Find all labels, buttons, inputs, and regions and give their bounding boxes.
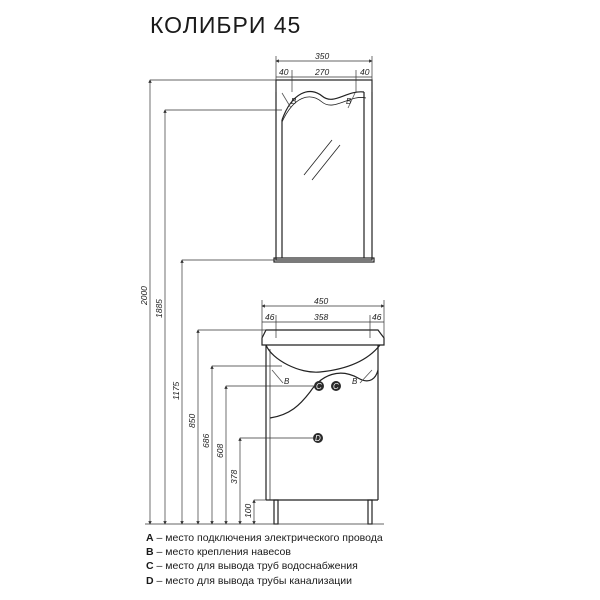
legend-item-c: C – место для вывода труб водоснабжения bbox=[146, 560, 358, 573]
mirror-width-dimensions bbox=[275, 56, 373, 92]
dim-mirror-side-right: 40 bbox=[360, 67, 370, 77]
legend-item-d: D – место для вывода трубы канализации bbox=[146, 574, 353, 587]
c-marker: C bbox=[316, 382, 322, 391]
b-leader-line bbox=[359, 369, 373, 384]
mirror-wave-top bbox=[281, 90, 365, 121]
dim-height-d-point: 378 bbox=[229, 470, 239, 484]
dim-mirror-width: 350 bbox=[315, 51, 329, 61]
basin-rim bbox=[261, 329, 385, 346]
mirror-reflection-line bbox=[303, 139, 333, 176]
legend-item-b: B – место крепления навесов bbox=[146, 546, 291, 559]
cabinet-leg-right bbox=[367, 499, 373, 525]
b-marker: B bbox=[346, 97, 352, 106]
d-marker: D bbox=[315, 434, 321, 443]
c-marker-circle bbox=[314, 381, 324, 391]
dim-cabinet-side-right: 46 bbox=[372, 312, 382, 322]
dim-height-mirror-bottom: 1175 bbox=[171, 381, 181, 400]
dim-mirror-inner: 270 bbox=[314, 67, 329, 77]
dim-cabinet-inner: 358 bbox=[314, 312, 328, 322]
b-marker: B bbox=[291, 97, 297, 106]
b-marker: B bbox=[284, 377, 290, 386]
dim-mirror-side-left: 40 bbox=[279, 67, 289, 77]
legend: A – место подключения электрического про… bbox=[146, 531, 383, 588]
b-leader-line bbox=[281, 92, 292, 109]
dim-height-c-point: 608 bbox=[215, 444, 225, 458]
technical-drawing: B B 350 40 270 40 B B C C D bbox=[139, 51, 385, 525]
mirror-glass-sides bbox=[281, 92, 365, 258]
door-wave bbox=[269, 369, 379, 419]
d-marker-circle bbox=[313, 433, 323, 443]
cabinet-leg-left bbox=[273, 499, 279, 525]
c-marker: C bbox=[333, 382, 339, 391]
dim-cabinet-width: 450 bbox=[314, 296, 328, 306]
c-marker-circle bbox=[331, 381, 341, 391]
page-title: КОЛИБРИ 45 bbox=[150, 12, 302, 38]
mirror-reflection-line bbox=[311, 144, 341, 181]
mirror-frame bbox=[275, 79, 373, 261]
height-dimensions bbox=[145, 79, 384, 525]
dim-cabinet-side-left: 46 bbox=[265, 312, 275, 322]
dim-height-legs: 100 bbox=[243, 504, 253, 518]
b-leader-line bbox=[347, 92, 356, 109]
dim-height-cabinet-top: 850 bbox=[187, 414, 197, 428]
basin-bowl bbox=[265, 344, 381, 373]
cabinet bbox=[261, 329, 385, 525]
mirror bbox=[273, 79, 375, 263]
b-leader-line bbox=[271, 369, 284, 384]
dim-height-total: 2000 bbox=[139, 286, 149, 306]
dim-height-mirror-top: 1885 bbox=[154, 299, 164, 318]
dim-height-b-point: 686 bbox=[201, 434, 211, 448]
cabinet-width-dimensions bbox=[261, 300, 385, 338]
b-marker: B bbox=[352, 377, 358, 386]
legend-item-a: A – место подключения электрического про… bbox=[146, 532, 383, 544]
